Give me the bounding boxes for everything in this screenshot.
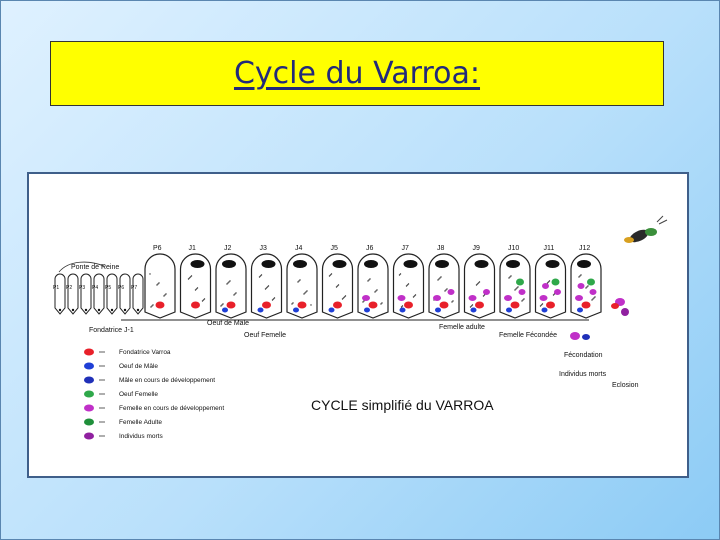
stage-label: J5 bbox=[331, 245, 339, 252]
early-stage-label: P4 bbox=[92, 285, 98, 291]
legend-item: Fondatrice Varroa bbox=[84, 349, 171, 357]
label-femelle-fecondee: Femelle Fécondée bbox=[499, 332, 557, 339]
brood-cell bbox=[323, 254, 353, 318]
title-box: Cycle du Varroa: bbox=[50, 41, 664, 106]
label-femelle-adulte: Femelle adulte bbox=[439, 324, 485, 331]
legend-item: Individus morts bbox=[84, 433, 163, 441]
early-stage-label: P5 bbox=[105, 285, 111, 291]
brood-cell bbox=[536, 254, 566, 318]
brood-cell bbox=[252, 254, 282, 318]
label-eclosion: Eclosion bbox=[612, 382, 639, 389]
stage-label: J9 bbox=[473, 245, 481, 252]
stage-label: J3 bbox=[260, 245, 268, 252]
label-oeuf-male: Oeuf de Mâle bbox=[207, 320, 249, 327]
legend-swatch bbox=[84, 349, 94, 356]
legend-label: Individus morts bbox=[119, 433, 163, 440]
slide-title: Cycle du Varroa: bbox=[234, 56, 480, 91]
early-cell: P3 bbox=[79, 274, 91, 314]
brood-cell bbox=[465, 254, 495, 318]
early-cell: P7 bbox=[131, 274, 143, 314]
legend-label: Femelle Adulte bbox=[119, 419, 162, 426]
early-cell: P5 bbox=[105, 274, 117, 314]
stage-label: J11 bbox=[544, 245, 555, 252]
stage-label: J12 bbox=[579, 245, 590, 252]
legend-label: Femelle en cours de développement bbox=[119, 405, 224, 412]
stage-labels: P6 J1 J2 J3 J4 J5 J6 J7 J8 J9 J10 J11 J12 bbox=[153, 245, 590, 252]
legend-item: Oeuf de Mâle bbox=[84, 363, 158, 371]
legend-swatch bbox=[84, 391, 94, 398]
emerging-bee-icon bbox=[624, 216, 667, 245]
brood-cells bbox=[145, 254, 601, 318]
early-cell: P6 bbox=[118, 274, 130, 314]
early-stage-label: P7 bbox=[131, 285, 137, 291]
early-stage-label: P1 bbox=[53, 285, 59, 291]
stage-label: J4 bbox=[295, 245, 303, 252]
early-cell: P2 bbox=[66, 274, 78, 314]
label-individus-morts: Individus morts bbox=[559, 371, 607, 378]
label-oeuf-femelle: Oeuf Femelle bbox=[244, 332, 286, 339]
legend-label: Oeuf de Mâle bbox=[119, 363, 158, 370]
brood-cell bbox=[358, 254, 388, 318]
brood-cell bbox=[145, 254, 175, 318]
label-fondatrice: Fondatrice J-1 bbox=[89, 327, 134, 334]
brood-cell bbox=[216, 254, 246, 318]
brood-cell bbox=[571, 254, 601, 318]
early-cell: P4 bbox=[92, 274, 104, 314]
legend-swatch bbox=[84, 419, 94, 426]
stage-label: J7 bbox=[402, 245, 410, 252]
brood-cell bbox=[500, 254, 530, 318]
diagram-caption: CYCLE simplifié du VARROA bbox=[311, 397, 494, 413]
brood-cell bbox=[287, 254, 317, 318]
early-cell: P1 bbox=[53, 274, 65, 314]
stage-label: J10 bbox=[508, 245, 519, 252]
stage-label: P6 bbox=[153, 245, 162, 252]
early-stage-label: P3 bbox=[79, 285, 85, 291]
stage-label: J8 bbox=[437, 245, 445, 252]
legend-label: Mâle en cours de développement bbox=[119, 377, 215, 384]
stage-label: J2 bbox=[224, 245, 232, 252]
legend-item: Oeuf Femelle bbox=[84, 391, 158, 399]
early-stage-label: P2 bbox=[66, 285, 72, 291]
stage-label: J6 bbox=[366, 245, 374, 252]
legend-item: Femelle en cours de développement bbox=[84, 405, 224, 413]
legend-item: Femelle Adulte bbox=[84, 419, 162, 427]
stage-label: J1 bbox=[189, 245, 197, 252]
legend-swatch bbox=[84, 405, 94, 412]
brood-cell bbox=[429, 254, 459, 318]
legend-label: Oeuf Femelle bbox=[119, 391, 158, 398]
brood-cell bbox=[394, 254, 424, 318]
label-fecondation: Fécondation bbox=[564, 352, 603, 359]
legend-item: Mâle en cours de développement bbox=[84, 377, 215, 385]
legend-swatch bbox=[84, 377, 94, 384]
early-stage-label: P6 bbox=[118, 285, 124, 291]
legend-swatch bbox=[84, 363, 94, 370]
legend-label: Fondatrice Varroa bbox=[119, 349, 171, 356]
label-ponte-reine: Ponte de Reine bbox=[71, 264, 119, 271]
brood-cell bbox=[181, 254, 211, 318]
legend-swatch bbox=[84, 433, 94, 440]
